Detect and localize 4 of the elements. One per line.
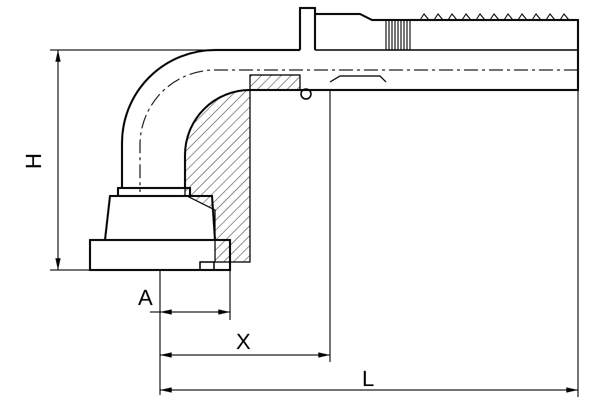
dimension-label: A (138, 287, 153, 309)
dimension-label: X (236, 331, 251, 353)
dimension-label: H (22, 153, 45, 169)
dimension-label: L (362, 368, 374, 390)
